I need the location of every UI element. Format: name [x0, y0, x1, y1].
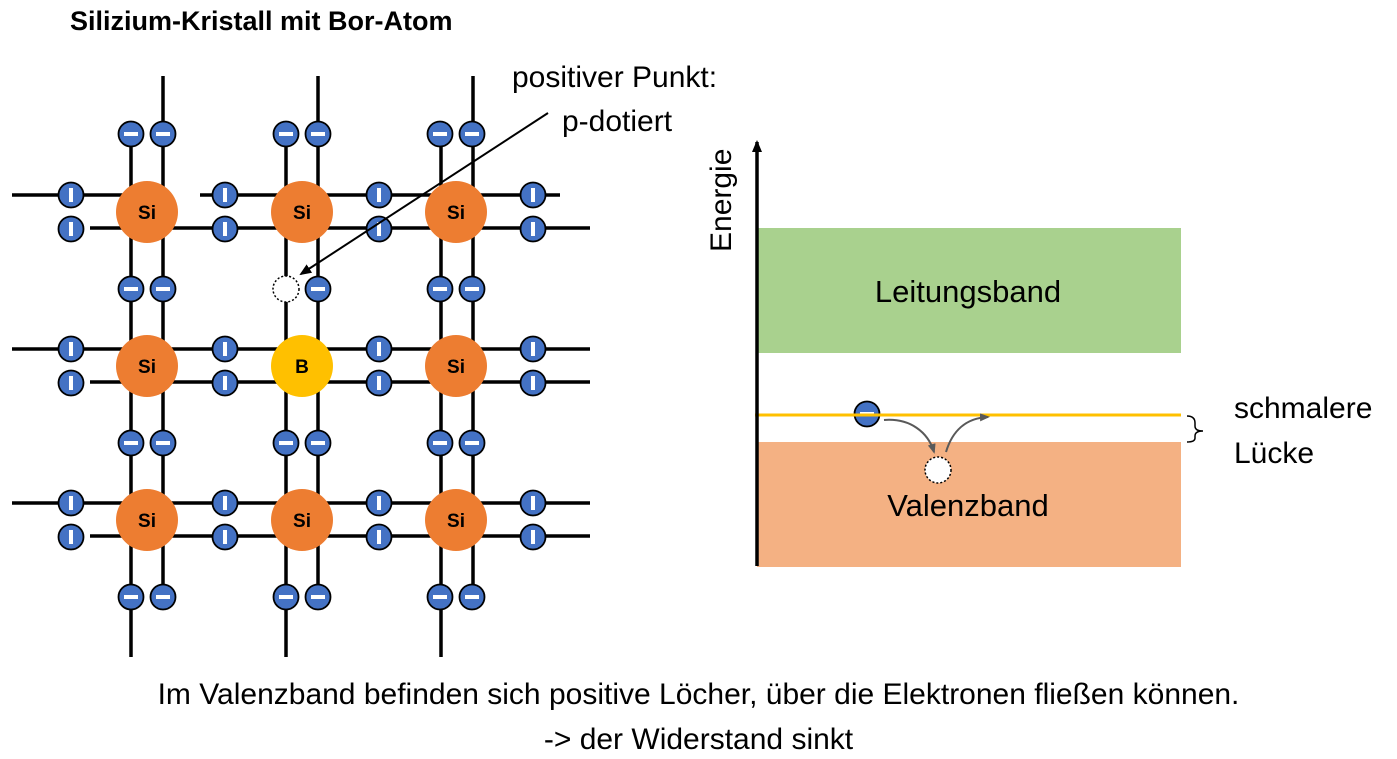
electron	[149, 120, 177, 148]
electron	[519, 335, 547, 363]
boron-atom-label: B	[295, 357, 309, 378]
electron	[365, 369, 393, 397]
silicon-atom-circle	[425, 181, 487, 243]
gap-label-line2: Lücke	[1234, 437, 1314, 470]
silicon-atom-label: Si	[138, 357, 156, 378]
electron	[426, 429, 454, 457]
electron	[458, 429, 486, 457]
silicon-atom-label: Si	[293, 203, 311, 224]
silicon-atom-circle	[116, 335, 178, 397]
electron	[304, 583, 332, 611]
electron	[117, 583, 145, 611]
electron	[272, 120, 300, 148]
electron	[117, 275, 145, 303]
electron	[458, 275, 486, 303]
silicon-atom: Si	[271, 181, 333, 243]
electron	[211, 215, 239, 243]
electron	[272, 429, 300, 457]
valence-hole	[924, 456, 952, 484]
silicon-atom-circle	[116, 489, 178, 551]
silicon-atom: Si	[271, 489, 333, 551]
lattice-hole	[272, 275, 300, 303]
electron	[272, 583, 300, 611]
annotation-line1: positiver Punkt:	[512, 61, 717, 94]
gap-label-line1: schmalere	[1234, 392, 1372, 425]
electron	[57, 369, 85, 397]
electron	[57, 215, 85, 243]
gap-brace	[1186, 415, 1204, 443]
silicon-atom-label: Si	[293, 511, 311, 532]
silicon-atom-circle	[425, 335, 487, 397]
electron	[426, 120, 454, 148]
silicon-atom: Si	[425, 181, 487, 243]
energy-axis-label: Energie	[705, 149, 738, 252]
electron	[57, 489, 85, 517]
electron	[117, 120, 145, 148]
valence-band	[757, 442, 1181, 567]
silicon-atom: Si	[116, 489, 178, 551]
electron	[365, 181, 393, 209]
silicon-atom-circle	[271, 489, 333, 551]
electron	[211, 489, 239, 517]
silicon-atom: Si	[425, 335, 487, 397]
electron	[365, 489, 393, 517]
electron	[426, 275, 454, 303]
electron	[519, 489, 547, 517]
electron	[57, 181, 85, 209]
silicon-atom: Si	[425, 489, 487, 551]
silicon-atom: Si	[116, 181, 178, 243]
silicon-atom-circle	[271, 181, 333, 243]
electron	[519, 369, 547, 397]
conduction-band	[757, 228, 1181, 353]
electron	[519, 181, 547, 209]
electron	[458, 583, 486, 611]
silicon-atom-circle	[116, 181, 178, 243]
silicon-atom-label: Si	[447, 357, 465, 378]
electron	[117, 429, 145, 457]
boron-atom: B	[271, 335, 333, 397]
silicon-atom-label: Si	[447, 511, 465, 532]
electron	[57, 523, 85, 551]
electron	[365, 215, 393, 243]
silicon-atom: Si	[116, 335, 178, 397]
electron	[304, 429, 332, 457]
electron	[211, 181, 239, 209]
electron	[519, 523, 547, 551]
electron	[426, 583, 454, 611]
electron	[365, 335, 393, 363]
electron	[211, 523, 239, 551]
electron-jump-arrow	[945, 413, 990, 453]
annotation-line2: p-dotiert	[562, 105, 673, 138]
electron	[149, 275, 177, 303]
electron	[211, 335, 239, 363]
electron	[149, 429, 177, 457]
electron	[304, 120, 332, 148]
valence-band-label: Valenzband	[887, 488, 1048, 523]
boron-atom-circle	[271, 335, 333, 397]
silicon-atom-circle	[425, 489, 487, 551]
electron	[57, 335, 85, 363]
electron	[211, 369, 239, 397]
annotation-arrow	[299, 112, 549, 276]
caption-line1: Im Valenzband befinden sich positive Löc…	[157, 678, 1240, 711]
silicon-atom-label: Si	[447, 203, 465, 224]
electron-drop-arrow	[883, 418, 936, 454]
caption-line2: -> der Widerstand sinkt	[543, 723, 854, 756]
conduction-band-label: Leitungsband	[875, 274, 1061, 309]
electron	[458, 120, 486, 148]
electron	[149, 583, 177, 611]
silicon-atom-label: Si	[138, 511, 156, 532]
silicon-atom-label: Si	[138, 203, 156, 224]
electron	[365, 523, 393, 551]
diagram-title: Silizium-Kristall mit Bor-Atom	[70, 6, 453, 36]
electron	[519, 215, 547, 243]
electron	[304, 275, 332, 303]
